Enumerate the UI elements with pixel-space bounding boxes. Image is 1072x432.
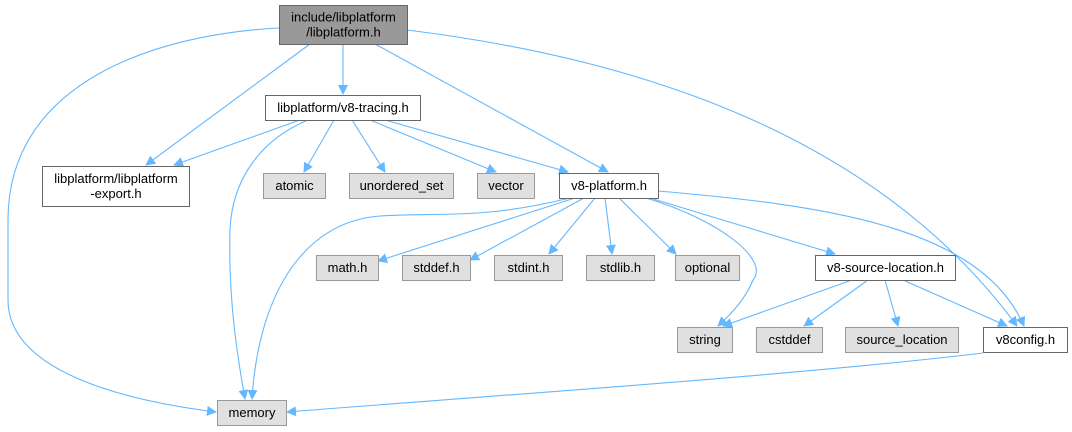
edge-v8tracing-to-v8platform <box>384 119 569 175</box>
edge-v8tracing-to-memory <box>229 119 309 400</box>
node-export[interactable]: libplatform/libplatform-export.h <box>42 166 190 207</box>
node-box[interactable] <box>316 255 379 281</box>
node-cstddef[interactable]: cstddef <box>756 327 823 353</box>
node-stdlib[interactable]: stdlib.h <box>586 255 655 281</box>
node-label: v8-source-location.h <box>827 260 944 275</box>
node-label: memory <box>229 405 276 420</box>
node-label: v8-platform.h <box>571 178 647 193</box>
node-v8sourceloc[interactable]: v8-source-location.h <box>815 255 956 281</box>
node-box[interactable] <box>983 327 1068 353</box>
node-v8config[interactable]: v8config.h <box>983 327 1068 353</box>
edge-v8platform-to-stdint <box>548 197 596 255</box>
edge-v8sourceloc-to-string <box>722 279 853 328</box>
node-box[interactable] <box>477 173 535 199</box>
node-label: stddef.h <box>413 260 459 275</box>
node-label: optional <box>685 260 731 275</box>
node-label: libplatform/v8-tracing.h <box>277 100 409 115</box>
node-label: math.h <box>328 260 368 275</box>
node-label: vector <box>488 178 524 193</box>
node-string[interactable]: string <box>677 327 733 353</box>
node-label: /libplatform.h <box>306 25 380 40</box>
node-label: include/libplatform <box>291 10 396 25</box>
node-atomic[interactable]: atomic <box>263 173 326 199</box>
node-unordered_set[interactable]: unordered_set <box>349 173 454 199</box>
node-memory[interactable]: memory <box>217 400 287 426</box>
node-box[interactable] <box>675 255 740 281</box>
edge-v8tracing-to-unordered_set <box>351 119 386 173</box>
node-label: cstddef <box>769 332 811 347</box>
edge-v8sourceloc-to-v8config <box>902 279 1008 327</box>
node-stddef[interactable]: stddef.h <box>402 255 471 281</box>
node-label: -export.h <box>90 186 141 201</box>
node-box[interactable] <box>494 255 563 281</box>
edges-layer <box>7 27 1025 417</box>
edge-v8platform-to-math <box>377 197 576 264</box>
nodes-layer: include/libplatform/libplatform.h libplat… <box>42 5 1068 426</box>
node-box[interactable] <box>815 255 956 281</box>
node-label: source_location <box>856 332 947 347</box>
node-label: stdint.h <box>508 260 550 275</box>
node-box[interactable] <box>349 173 454 199</box>
node-source_location[interactable]: source_location <box>845 327 959 353</box>
node-root[interactable]: include/libplatform/libplatform.h <box>279 5 408 45</box>
node-box[interactable] <box>217 400 287 426</box>
node-box[interactable] <box>279 5 408 45</box>
edge-v8platform-to-v8config <box>657 190 1025 327</box>
node-label: atomic <box>275 178 314 193</box>
node-box[interactable] <box>586 255 655 281</box>
node-box[interactable] <box>845 327 959 353</box>
node-box[interactable] <box>42 166 190 207</box>
edge-v8platform-to-string <box>645 197 757 327</box>
node-box[interactable] <box>265 95 421 121</box>
node-box[interactable] <box>677 327 733 353</box>
edge-v8tracing-to-export <box>173 119 301 167</box>
edge-v8tracing-to-vector <box>369 119 497 174</box>
edge-root-to-export <box>145 43 311 166</box>
node-v8platform[interactable]: v8-platform.h <box>559 173 659 199</box>
node-box[interactable] <box>756 327 823 353</box>
edge-v8sourceloc-to-cstddef <box>803 279 869 327</box>
node-math[interactable]: math.h <box>316 255 379 281</box>
node-label: stdlib.h <box>600 260 641 275</box>
node-label: unordered_set <box>360 178 444 193</box>
node-v8tracing[interactable]: libplatform/v8-tracing.h <box>265 95 421 121</box>
node-label: libplatform/libplatform <box>54 171 178 186</box>
node-stdint[interactable]: stdint.h <box>494 255 563 281</box>
edge-root-to-memory <box>7 27 280 416</box>
edge-v8platform-to-stdlib <box>604 197 616 255</box>
node-box[interactable] <box>559 173 659 199</box>
edge-v8sourceloc-to-source_location <box>884 279 901 327</box>
node-vector[interactable]: vector <box>477 173 535 199</box>
node-label: v8config.h <box>996 332 1055 347</box>
edge-v8platform-to-memory <box>247 197 571 400</box>
edge-v8tracing-to-atomic <box>303 119 335 173</box>
node-optional[interactable]: optional <box>675 255 740 281</box>
node-box[interactable] <box>402 255 471 281</box>
edge-v8platform-to-v8sourceloc <box>649 197 836 257</box>
edge-v8config-to-memory <box>286 352 984 417</box>
edge-v8platform-to-optional <box>618 197 677 255</box>
node-box[interactable] <box>263 173 326 199</box>
edge-v8platform-to-stddef <box>469 197 585 261</box>
node-label: string <box>689 332 721 347</box>
edge-root-to-v8platform <box>374 43 609 173</box>
